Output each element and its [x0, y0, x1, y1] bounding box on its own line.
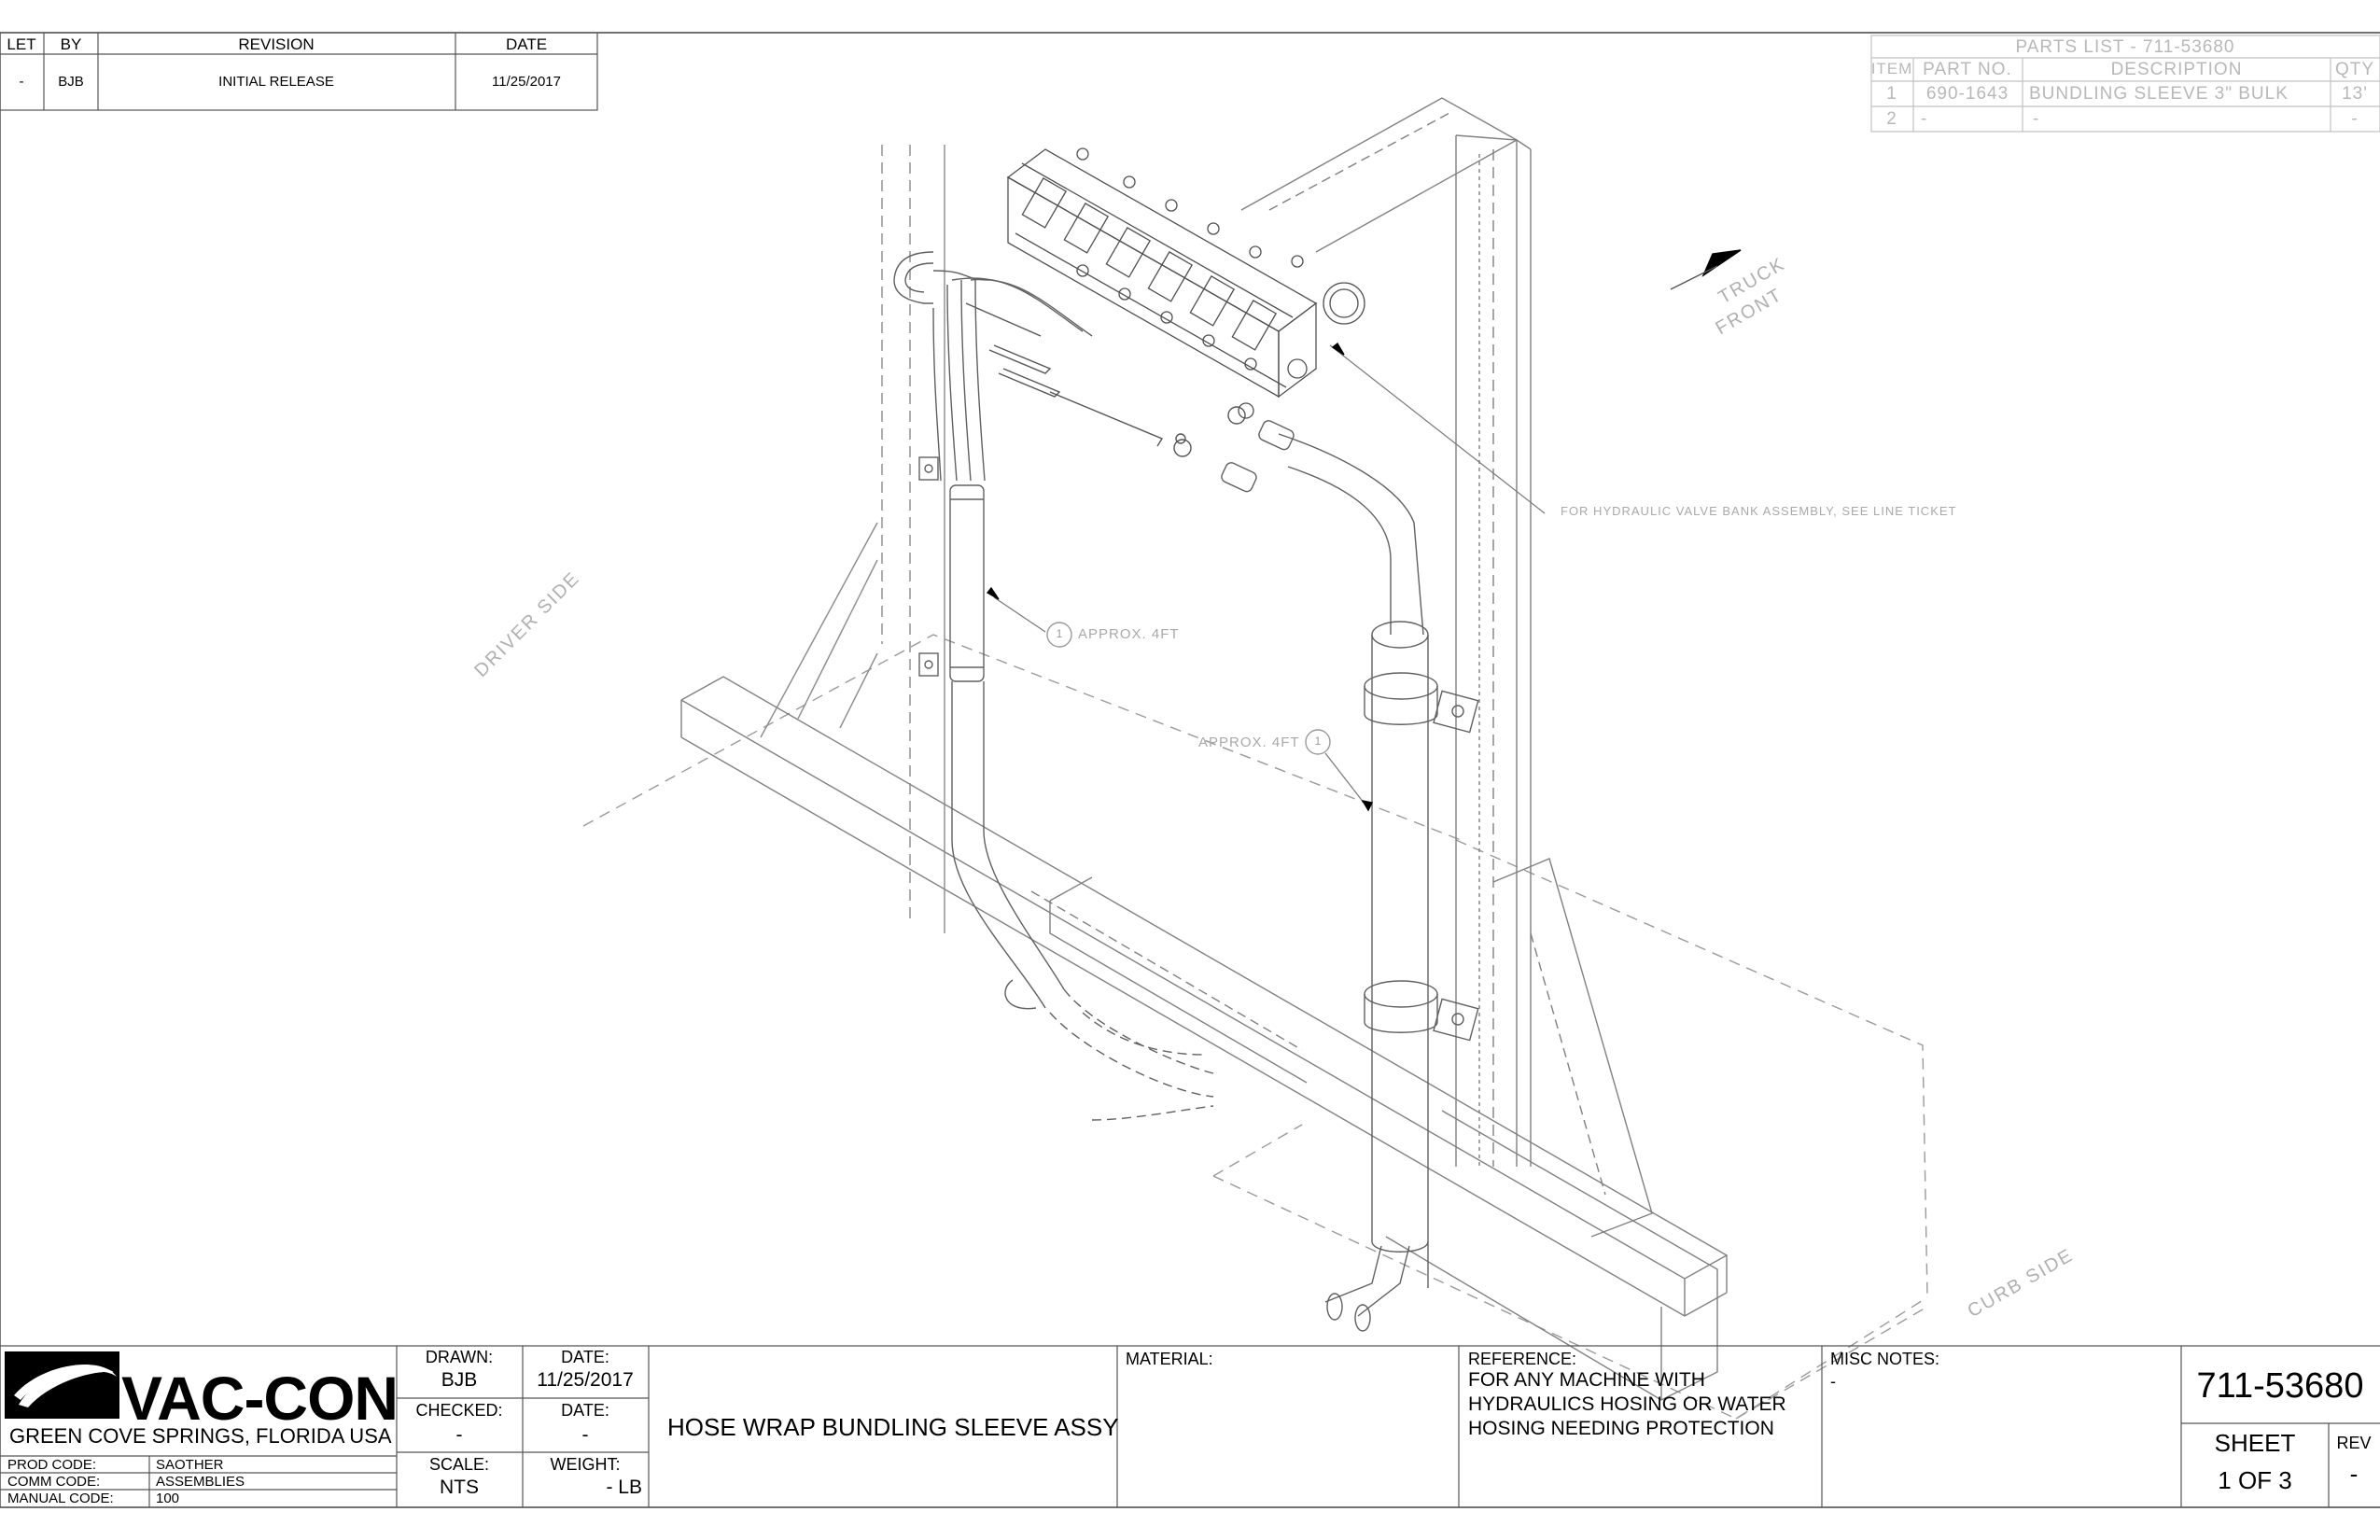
scale-value: NTS	[440, 1477, 479, 1498]
reference-label: REFERENCE:	[1468, 1350, 1577, 1368]
callout-approx-left: APPROX. 4FT	[1078, 626, 1180, 642]
rev-description: INITIAL RELEASE	[218, 74, 334, 90]
parts-row1-part-no: 690-1643	[1925, 84, 2009, 104]
balloon-right: 1	[1314, 735, 1322, 748]
checked-value: -	[455, 1424, 463, 1446]
weight-value: - LB	[606, 1477, 642, 1498]
manual-code-label: MANUAL CODE:	[7, 1491, 114, 1506]
scale-label: SCALE:	[428, 1455, 490, 1474]
right-upright	[1240, 97, 1718, 1401]
reference-line2: HYDRAULICS HOSING OR WATER	[1468, 1393, 1786, 1415]
rev-value: -	[2349, 1460, 2359, 1488]
rev-by: BJB	[58, 74, 84, 90]
balloon-left: 1	[1056, 627, 1063, 640]
reference-line1: FOR ANY MACHINE WITH	[1468, 1369, 1705, 1391]
parts-row1-qty: 13'	[2342, 84, 2368, 104]
drawn-label: DRAWN:	[425, 1348, 494, 1366]
vac-con-logo-swoosh	[5, 1351, 119, 1419]
manual-code-value: 100	[156, 1491, 180, 1506]
leader-lines	[993, 344, 1546, 808]
title-block-grid	[0, 1345, 2380, 1507]
parts-row1-description: BUNDLING SLEEVE 3" BULK	[2029, 84, 2289, 104]
parts-row2-item: 2	[1886, 109, 1897, 129]
left-hose-bundle	[893, 251, 1214, 1121]
callout-approx-right: APPROX. 4FT	[1198, 735, 1300, 750]
drawn-date-value: 11/25/2017	[537, 1369, 634, 1391]
sheet-label: SHEET	[2214, 1429, 2296, 1457]
hose-ends	[965, 302, 1246, 457]
truck-front-arrow	[1701, 249, 1742, 277]
revision-grid	[0, 32, 598, 111]
part-number: 711-53680	[2196, 1366, 2364, 1406]
comm-code-value: ASSEMBLIES	[156, 1474, 245, 1490]
sheet-value: 1 OF 3	[2218, 1466, 2292, 1494]
parts-row2-qty: -	[2351, 109, 2359, 129]
right-hose	[1221, 420, 1479, 1332]
left-upright	[760, 145, 945, 933]
rev-let: -	[19, 74, 24, 90]
rev-label: REV	[2336, 1434, 2372, 1452]
rev-header-revision: REVISION	[238, 35, 315, 53]
misc-notes-value: -	[1830, 1372, 1836, 1391]
rev-header-let: LET	[7, 35, 36, 53]
reference-line3: HOSING NEEDING PROTECTION	[1468, 1418, 1774, 1439]
parts-header-part-no: PART NO.	[1923, 60, 2012, 79]
drawing-title: HOSE WRAP BUNDLING SLEEVE ASSY	[667, 1413, 1119, 1441]
lower-beam	[680, 676, 1729, 1317]
parts-list-title: PARTS LIST - 711-53680	[2015, 37, 2235, 57]
rev-header-by: BY	[60, 35, 82, 53]
prod-code-value: SAOTHER	[156, 1457, 224, 1473]
parts-row2-part-no: -	[1921, 109, 1928, 129]
weight-label: WEIGHT:	[550, 1455, 621, 1474]
valve-bank	[1006, 147, 1365, 419]
parts-header-description: DESCRIPTION	[2110, 60, 2243, 79]
drawn-date-label: DATE:	[561, 1348, 609, 1366]
misc-notes-label: MISC NOTES:	[1830, 1350, 1940, 1368]
parts-row2-description: -	[2033, 109, 2040, 129]
parts-header-item: ITEM	[1870, 60, 1913, 77]
company-logo-text: VAC-CON	[121, 1364, 399, 1433]
checked-label: CHECKED:	[415, 1401, 503, 1420]
valve-bank-note: FOR HYDRAULIC VALVE BANK ASSEMBLY, SEE L…	[1561, 504, 1957, 518]
checked-date-label: DATE:	[561, 1401, 609, 1420]
material-label: MATERIAL:	[1126, 1350, 1213, 1368]
drawn-value: BJB	[441, 1369, 478, 1391]
base-outline	[582, 634, 1928, 1420]
checked-date-value: -	[581, 1424, 589, 1446]
parts-row1-item: 1	[1886, 84, 1897, 104]
rev-date: 11/25/2017	[492, 74, 561, 90]
parts-header-qty: QTY	[2334, 60, 2375, 79]
company-location: GREEN COVE SPRINGS, FLORIDA USA	[9, 1424, 392, 1448]
prod-code-label: PROD CODE:	[7, 1457, 97, 1473]
comm-code-label: COMM CODE:	[7, 1474, 101, 1490]
parts-list-grid	[1870, 35, 2380, 133]
rev-header-date: DATE	[505, 35, 548, 53]
